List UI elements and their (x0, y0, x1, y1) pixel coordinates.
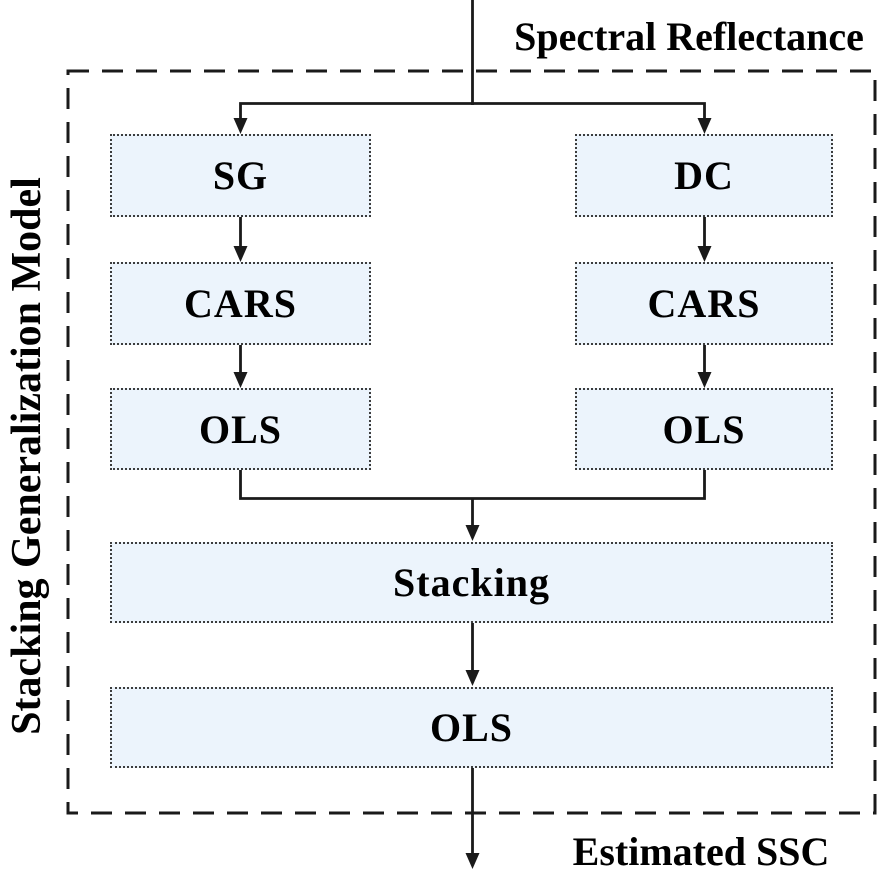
arrowhead-into-ols-left (233, 372, 248, 388)
arrowhead-into-ols-right (697, 372, 712, 388)
arrowhead-into-sg (233, 118, 248, 134)
node-stacking: Stacking (110, 542, 833, 623)
arrowhead-output (465, 853, 480, 869)
node-cars-left: CARS (110, 262, 371, 345)
arrowhead-into-cars-right (697, 246, 712, 262)
arrowhead-into-cars-left (233, 246, 248, 262)
arrowhead-into-stacking (465, 525, 480, 541)
node-ols-left: OLS (110, 388, 371, 470)
node-dc: DC (575, 134, 833, 217)
connector-branch (239, 102, 706, 118)
output-label: Estimated SSC (572, 829, 830, 874)
node-cars-right: CARS (575, 262, 833, 345)
arrowhead-into-ols-final (465, 670, 480, 686)
model-side-label: Stacking Generalization Model (4, 177, 50, 735)
node-ols-final: OLS (110, 687, 833, 768)
connector-merge (239, 470, 706, 500)
input-label: Spectral Reflectance (514, 14, 864, 59)
node-ols-right: OLS (575, 388, 833, 470)
node-sg: SG (110, 134, 371, 217)
arrowhead-into-dc (697, 118, 712, 134)
